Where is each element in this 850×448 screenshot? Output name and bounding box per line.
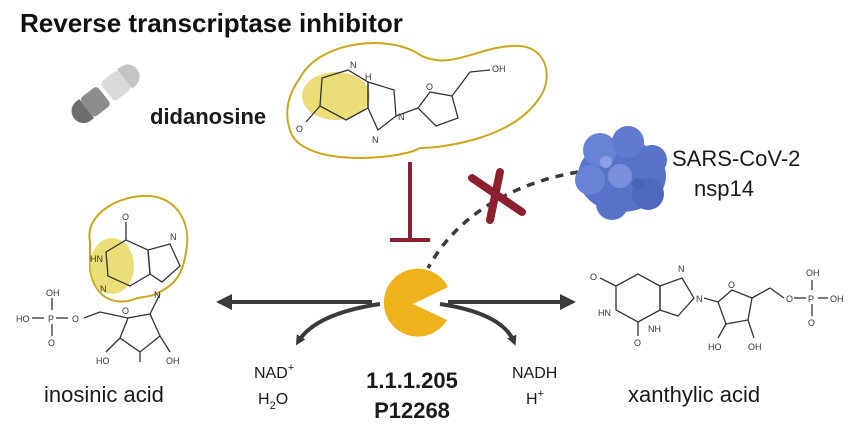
atom-label: N	[350, 60, 357, 70]
inosinic-acid-structure: O HN N N N O HO OH O P OH O HO	[16, 194, 189, 366]
product-name: xanthylic acid	[628, 382, 760, 407]
atom-label: O	[634, 338, 641, 348]
atom-label: O	[786, 294, 793, 304]
atom-label: P	[48, 314, 54, 324]
drug-name: didanosine	[150, 104, 266, 129]
atom-label: N	[170, 232, 177, 242]
substrate-name: inosinic acid	[44, 382, 164, 407]
atom-label: O	[426, 82, 433, 92]
atom-label: OH	[748, 342, 762, 352]
atom-label: OH	[830, 294, 844, 304]
cofactor-water: H2O	[258, 391, 288, 412]
atom-label: O	[72, 314, 79, 324]
atom-label: OH	[806, 268, 820, 278]
virus-name: SARS-CoV-2	[672, 146, 800, 171]
enzyme-uniprot-id: P12268	[374, 398, 450, 423]
atom-label: P	[808, 294, 814, 304]
atom-label: N	[372, 135, 379, 145]
atom-label: N	[154, 290, 161, 300]
atom-label: HO	[708, 342, 722, 352]
cofactor-nadh: NADH	[512, 365, 557, 382]
cofactor-out-arrow	[439, 302, 517, 346]
atom-label: O	[122, 212, 129, 222]
enzyme-ec-number: 1.1.1.205	[366, 368, 458, 393]
atom-label: O	[48, 338, 55, 348]
didanosine-structure: O N H N N O OH	[286, 42, 548, 159]
atom-label: HN	[90, 254, 103, 264]
atom-label: O	[296, 124, 303, 134]
virus-protein: nsp14	[694, 176, 754, 201]
atom-label: OH	[166, 356, 180, 366]
atom-label: OH	[492, 64, 506, 74]
atom-label: N	[696, 294, 703, 304]
interaction-link	[426, 170, 579, 269]
cofactor-proton: H+	[526, 388, 544, 408]
atom-label: NH	[648, 324, 661, 334]
xanthylic-acid-structure: O O HN NH N N O HO OH O P OH OH O	[590, 264, 844, 352]
inhibition-symbol	[390, 162, 430, 242]
cofactor-in-arrow	[295, 302, 381, 346]
atom-label: HN	[598, 308, 611, 318]
atom-label: OH	[46, 288, 60, 298]
atom-label: H	[365, 72, 372, 82]
cofactor-nad: NAD+	[254, 362, 294, 382]
atom-label: O	[122, 306, 129, 316]
protein-icon	[575, 126, 667, 220]
atom-label: O	[808, 318, 815, 328]
atom-label: HO	[96, 356, 110, 366]
atom-label: O	[728, 280, 735, 290]
enzyme-icon	[383, 268, 448, 337]
atom-label: O	[590, 272, 597, 282]
atom-label: N	[678, 264, 685, 274]
atom-label: N	[100, 284, 107, 294]
diagram-title: Reverse transcriptase inhibitor	[20, 8, 403, 38]
pill-icon	[71, 64, 140, 124]
atom-label: HO	[16, 314, 30, 324]
blocked-cross-icon	[468, 168, 526, 224]
atom-label: N	[398, 112, 405, 122]
